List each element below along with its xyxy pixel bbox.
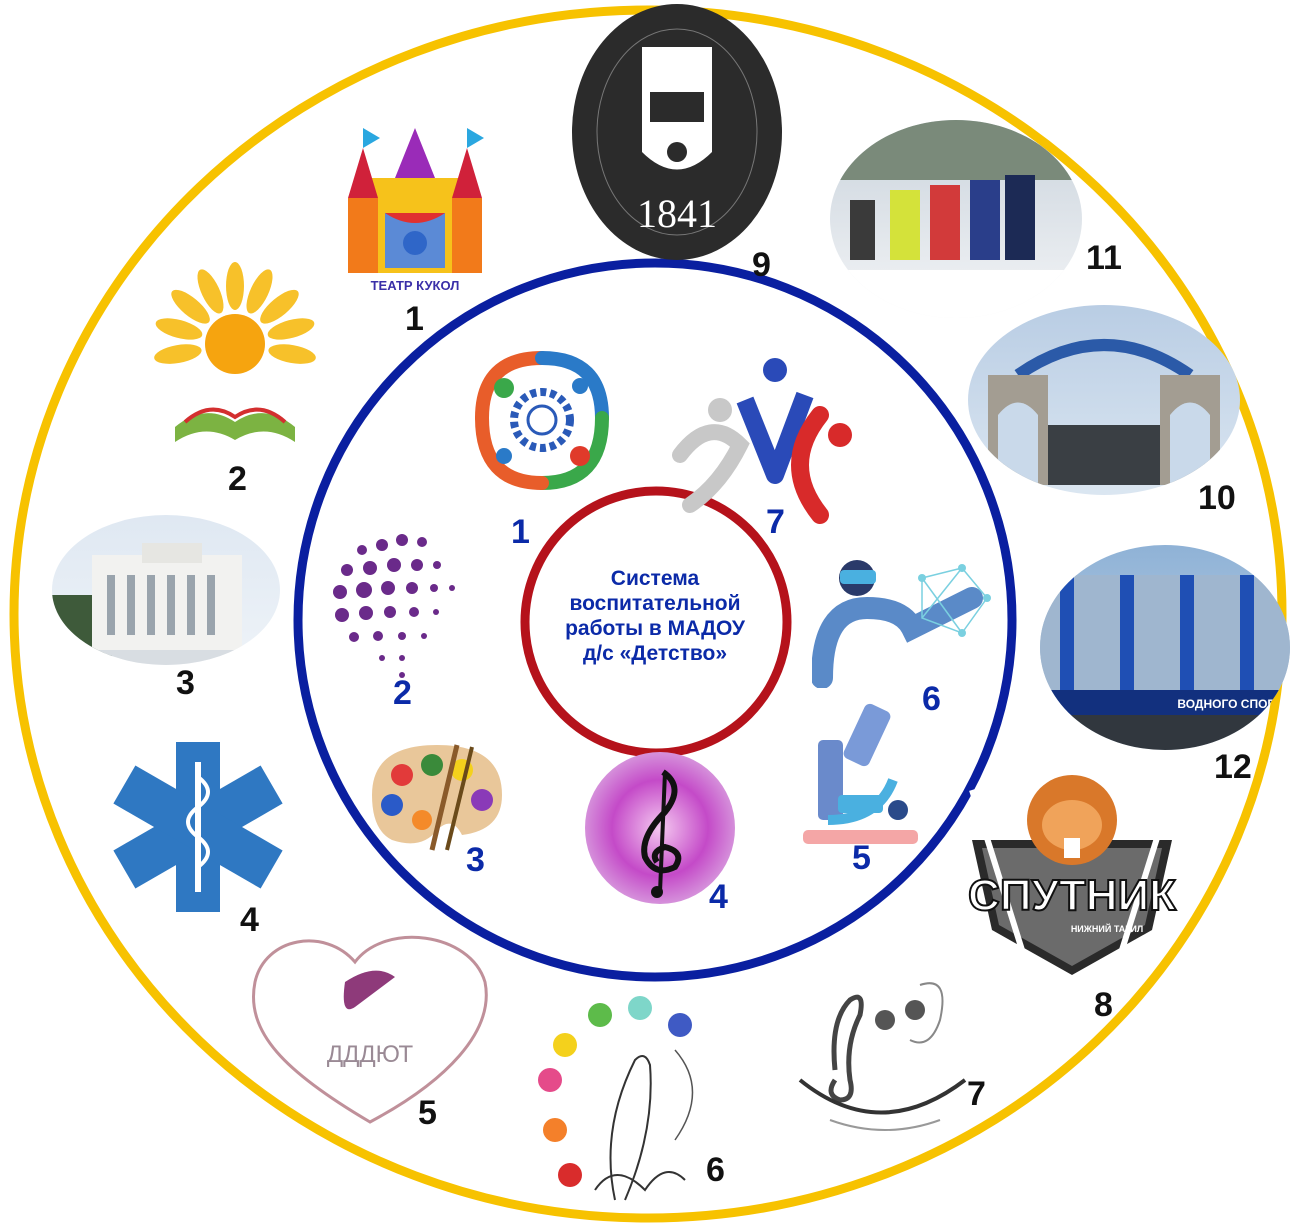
sputnik-hockey-logo: СПУТНИК НИЖНИЙ ТАГИЛ <box>967 775 1177 975</box>
outer-item-number-8: 8 <box>1094 986 1113 1024</box>
molecule-gear-icon <box>475 351 609 490</box>
puppet-theater-icon: ТЕАТР КУКОЛ <box>348 128 484 293</box>
administration-building-photo <box>52 515 280 665</box>
museum-seal-year: 1841 <box>637 191 717 236</box>
outer-item-number-5: 5 <box>418 1094 437 1132</box>
inner-item-number-7: 7 <box>766 503 785 541</box>
outer-item-number-9: 9 <box>752 246 771 284</box>
center-title-line-2: воспитательной <box>569 592 741 615</box>
paint-palette-icon <box>372 744 502 851</box>
outer-item-number-3: 3 <box>176 664 195 702</box>
water-sports-sign: ВОДНОГО СПОРТ <box>1177 697 1283 711</box>
outer-item-number-2: 2 <box>228 460 247 498</box>
skiers-photo <box>830 120 1082 318</box>
stadium-gate-photo <box>968 305 1240 495</box>
museum-reserve-seal: 1841 <box>572 4 782 260</box>
sport-figures-icon <box>672 358 852 524</box>
center-title-line-4: д/с «Детство» <box>582 642 728 665</box>
sputnik-title: СПУТНИК <box>968 871 1176 920</box>
microscope-icon <box>803 703 918 844</box>
sun-book-icon <box>154 262 316 442</box>
treble-clef-icon <box>585 752 735 904</box>
heart-hand-logo: ДДДЮТ <box>252 935 488 1124</box>
outer-item-number-6: 6 <box>706 1151 725 1189</box>
water-sports-palace-photo: ВОДНОГО СПОРТ <box>1040 545 1290 750</box>
star-of-life-icon <box>113 742 283 912</box>
inner-item-number-1: 1 <box>511 513 530 551</box>
outer-item-number-12: 12 <box>1214 748 1252 786</box>
outer-item-number-4: 4 <box>240 901 259 939</box>
art-school-logo <box>538 996 694 1201</box>
sputnik-subtitle: НИЖНИЙ ТАГИЛ <box>1071 923 1143 934</box>
outer-item-number-7: 7 <box>967 1075 986 1113</box>
center-title-line-3: работы в МАДОУ <box>565 617 745 640</box>
middle-ring <box>293 258 1017 982</box>
music-school-logo <box>798 982 967 1131</box>
inner-item-number-5: 5 <box>852 839 871 877</box>
inner-item-number-3: 3 <box>466 841 485 879</box>
vr-person-icon <box>812 560 991 688</box>
center-title: Система воспитательной работы в МАДОУ д/… <box>540 566 770 666</box>
center-title-line-1: Система <box>610 567 700 590</box>
dots-sphere-icon <box>333 534 455 678</box>
inner-item-number-4: 4 <box>709 878 728 916</box>
heart-hand-caption: ДДДЮТ <box>327 1041 414 1068</box>
outer-item-number-10: 10 <box>1198 479 1236 517</box>
puppet-theater-caption: ТЕАТР КУКОЛ <box>371 278 460 293</box>
outer-item-number-11: 11 <box>1086 239 1122 277</box>
inner-item-number-2: 2 <box>393 674 412 712</box>
outer-item-number-1: 1 <box>405 300 424 338</box>
inner-item-number-6: 6 <box>922 680 941 718</box>
